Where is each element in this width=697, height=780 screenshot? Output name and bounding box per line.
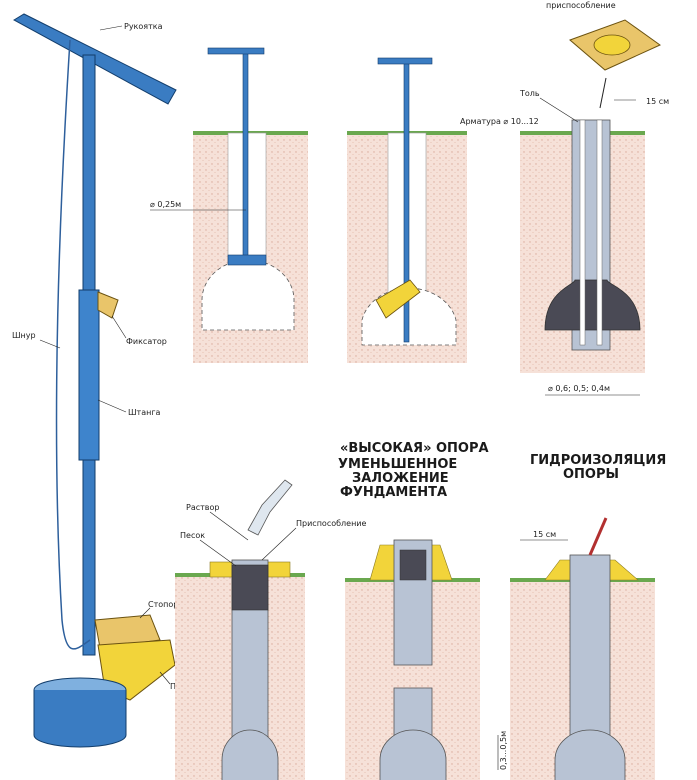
headings: «ВЫСОКАЯ» ОПОРА УМЕНЬШЕННОЕ ЗАЛОЖЕНИЕ ФУ… (338, 441, 666, 500)
auger-base-body (33, 690, 127, 748)
label-device-top: приспособление (546, 1, 616, 10)
heading-high-support-3: ЗАЛОЖЕНИЕ (352, 471, 449, 486)
label-stopper: Стопор (148, 600, 178, 609)
label-offset-top: 15 см (646, 97, 669, 106)
stopper (94, 614, 161, 649)
cord (55, 39, 91, 650)
clamp (97, 291, 119, 319)
drilling-step-1: ⌀ 0,25м (150, 47, 308, 363)
heading-waterproofing-1: ГИДРОИЗОЛЯЦИЯ (530, 453, 666, 468)
label-cord: Шнур (12, 331, 36, 340)
rod-sleeve (78, 289, 100, 461)
label-offset-bottom: 15 см (533, 530, 556, 539)
label-device-bottom: Приспособление (296, 519, 367, 528)
high-support-post: 0,3...0,5м (345, 539, 508, 780)
label-clamp: Фиксатор (126, 337, 167, 346)
label-roofing: Толь (519, 89, 540, 98)
heading-high-support-4: ФУНДАМЕНТА (340, 485, 447, 500)
label-rod: Штанга (128, 408, 161, 417)
heading-high-support-2: УМЕНЬШЕННОЕ (338, 457, 457, 472)
waterproofing-post: 15 см (510, 517, 655, 780)
label-mortar: Раствор (186, 503, 219, 512)
label-base-diameters: ⌀ 0,6; 0,5; 0,4м (548, 384, 610, 393)
auger-tool: Рукоятка Шнур Фиксатор Штанга Стопор Плу… (12, 13, 190, 748)
label-handle: Рукоятка (124, 22, 163, 31)
heading-waterproofing-2: ОПОРЫ (563, 467, 619, 482)
label-sand: Песок (180, 531, 205, 540)
label-rebar: Арматура ⌀ 10...12 (460, 117, 539, 126)
label-hole-diameter: ⌀ 0,25м (150, 200, 181, 209)
heading-high-support-1: «ВЫСОКАЯ» ОПОРА (340, 441, 489, 456)
drilling-step-2 (347, 57, 467, 363)
label-depth-range: 0,3...0,5м (499, 731, 508, 770)
pouring-step: Раствор Песок Приспособление (175, 479, 367, 780)
post-with-device: приспособление Толь Арматура ⌀ 10...12 1… (460, 1, 669, 396)
